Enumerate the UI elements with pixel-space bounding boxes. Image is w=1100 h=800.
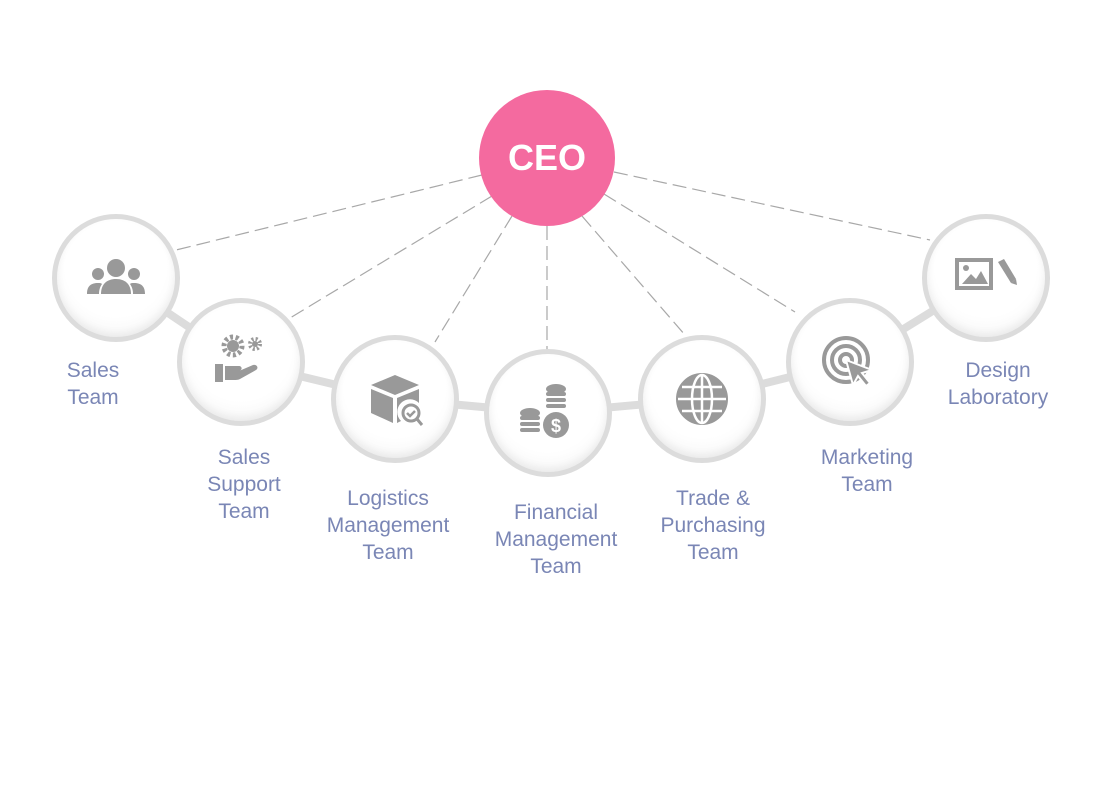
node-design[interactable] <box>922 214 1050 342</box>
node-trade[interactable] <box>638 335 766 463</box>
people-icon <box>87 259 145 294</box>
node-logistics[interactable] <box>331 335 459 463</box>
label-line: Team <box>530 555 582 578</box>
node-marketing[interactable] <box>786 298 914 426</box>
box-inspect-icon <box>371 375 424 426</box>
label-line: Team <box>687 541 739 564</box>
label-line: Sales <box>66 359 120 382</box>
label-line: Team <box>362 541 414 564</box>
ceo-node[interactable]: CEO <box>479 90 615 226</box>
label-line: Support <box>207 473 281 496</box>
target-cursor-icon <box>822 336 876 388</box>
label-line: Team <box>218 500 270 523</box>
node-sales-support[interactable] <box>177 298 305 426</box>
label-line: Team <box>67 386 119 409</box>
link-sales-team <box>175 174 483 251</box>
svg-text:$: $ <box>551 416 561 436</box>
label-line: Purchasing <box>660 514 766 537</box>
image-pencil-icon <box>955 258 1017 290</box>
link-logistics <box>434 215 513 343</box>
label-line: Trade & <box>676 487 750 510</box>
node-sales-team[interactable] <box>52 214 180 342</box>
gears-hand-icon <box>215 334 262 382</box>
label-line: Design <box>965 359 1031 382</box>
label-line: Financial <box>513 501 599 524</box>
label-line: Marketing <box>820 446 914 469</box>
label-line: Logistics <box>347 487 429 510</box>
globe-icon <box>676 373 728 425</box>
node-financial[interactable]: $ <box>484 349 612 477</box>
label-line: Management <box>326 514 450 537</box>
link-design <box>613 171 931 241</box>
link-marketing <box>603 193 796 313</box>
link-trade <box>581 215 686 336</box>
coins-dollar-icon: $ <box>520 384 569 438</box>
label-line: Management <box>494 528 618 551</box>
ceo-links <box>175 171 931 350</box>
label-line: Sales <box>217 446 271 469</box>
ceo-label: CEO <box>507 137 586 178</box>
label-line: Team <box>841 473 893 496</box>
label-line: Laboratory <box>947 386 1049 409</box>
